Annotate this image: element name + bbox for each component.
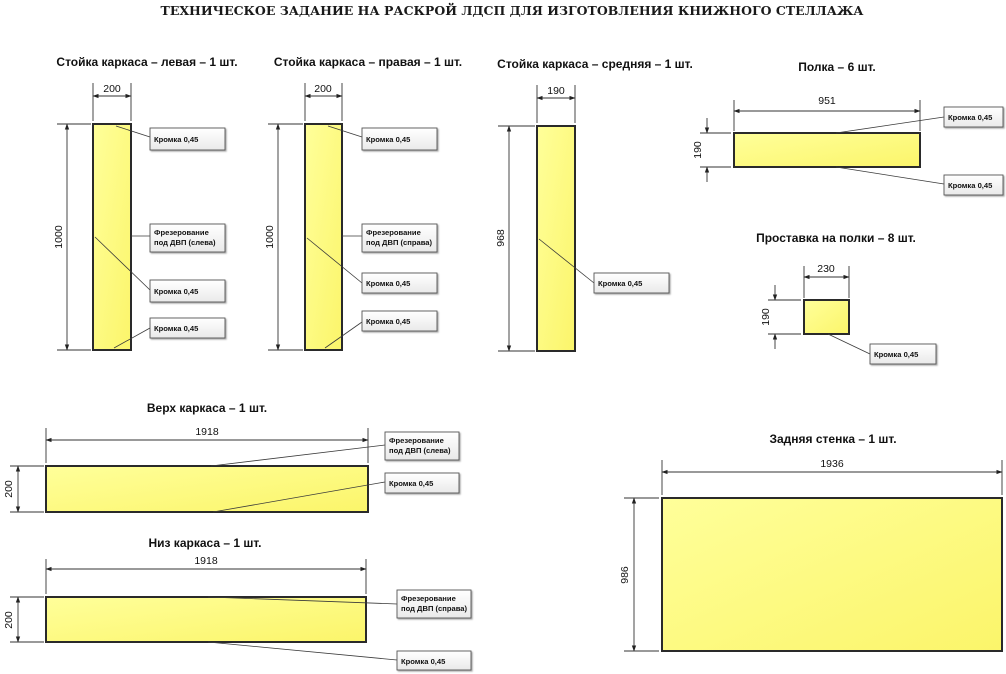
edge-label-box [943, 106, 1004, 128]
edge-label-box [361, 272, 438, 294]
width-dimension: 1918 [195, 426, 219, 438]
edge-label: Кромка 0,45 [154, 287, 199, 296]
panel-rect [45, 596, 367, 643]
width-dimension: 1936 [820, 458, 844, 470]
part-back-wall: Задняя стенка – 1 шт. 1936 986 [619, 432, 1003, 652]
edge-label-box [943, 174, 1004, 196]
edge-label: Кромка 0,45 [366, 135, 411, 144]
milling-label-box [384, 431, 460, 461]
part-shelf: Полка – 6 шт. 951 190 Кромка 0,45 Кромка… [692, 60, 1004, 196]
edge-label: Кромка 0,45 [389, 479, 434, 488]
milling-label-box [396, 589, 472, 619]
panel-rect [304, 123, 343, 351]
part-caption: Задняя стенка – 1 шт. [769, 432, 896, 446]
height-dimension: 968 [495, 229, 507, 247]
edge-label: Кромка 0,45 [366, 317, 411, 326]
width-dimension: 190 [547, 85, 565, 97]
edge-label-box [869, 343, 937, 365]
part-left-post: Стойка каркаса – левая – 1 шт. 200 1000 … [53, 55, 238, 351]
milling-label-line1: Фрезерование [366, 228, 421, 237]
height-dimension: 190 [760, 308, 772, 326]
edge-label-box [149, 127, 226, 151]
width-dimension: 200 [314, 83, 332, 95]
panel-rect [92, 123, 132, 351]
edge-label-box [149, 279, 226, 303]
part-top: Верх каркаса – 1 шт. 1918 200 Фрезерован… [3, 401, 460, 513]
height-dimension: 190 [692, 141, 704, 159]
panel-rect [803, 299, 850, 335]
panel-rect [45, 465, 369, 513]
milling-label-line2: под ДВП (слева) [389, 446, 451, 455]
part-caption: Проставка на полки – 8 шт. [756, 231, 916, 245]
milling-label-line2: под ДВП (слева) [154, 238, 216, 247]
panel-rect [733, 132, 921, 168]
height-dimension: 986 [619, 566, 631, 584]
edge-label-box [593, 272, 670, 294]
edge-label-box [149, 317, 226, 339]
edge-label: Кромка 0,45 [366, 279, 411, 288]
part-caption: Стойка каркаса – правая – 1 шт. [274, 55, 462, 69]
part-middle-post: Стойка каркаса – средняя – 1 шт. 190 968… [495, 57, 693, 352]
part-bottom: Низ каркаса – 1 шт. 1918 200 Фрезеровани… [3, 536, 472, 671]
panel-rect [536, 125, 576, 352]
edge-label: Кромка 0,45 [401, 657, 446, 666]
milling-label-line2: под ДВП (справа) [401, 604, 468, 613]
edge-label-box [361, 127, 438, 151]
part-spacer: Проставка на полки – 8 шт. 230 190 Кромк… [756, 231, 937, 365]
edge-label-box [384, 472, 460, 494]
milling-label-box [149, 223, 226, 253]
edge-label-box [361, 310, 438, 332]
milling-label-line2: под ДВП (справа) [366, 238, 433, 247]
part-caption: Стойка каркаса – левая – 1 шт. [56, 55, 237, 69]
part-right-post: Стойка каркаса – правая – 1 шт. 200 1000… [264, 55, 462, 351]
height-dimension: 1000 [264, 225, 276, 249]
edge-label: Кромка 0,45 [948, 113, 993, 122]
milling-label-box [361, 223, 438, 253]
part-caption: Верх каркаса – 1 шт. [147, 401, 267, 415]
edge-label: Кромка 0,45 [948, 181, 993, 190]
edge-label-box [396, 650, 472, 671]
width-dimension: 1918 [194, 555, 218, 567]
milling-label-line1: Фрезерование [389, 436, 444, 445]
width-dimension: 200 [103, 83, 121, 95]
height-dimension: 1000 [53, 225, 65, 249]
page-title: ТЕХНИЧЕСКОЕ ЗАДАНИЕ НА РАСКРОЙ ЛДСП ДЛЯ … [161, 2, 865, 18]
milling-label-line1: Фрезерование [154, 228, 209, 237]
edge-label: Кромка 0,45 [154, 324, 199, 333]
width-dimension: 951 [818, 95, 836, 107]
part-caption: Полка – 6 шт. [798, 60, 875, 74]
edge-label: Кромка 0,45 [154, 135, 199, 144]
part-caption: Стойка каркаса – средняя – 1 шт. [497, 57, 693, 71]
width-dimension: 230 [817, 263, 835, 275]
panel-rect [661, 497, 1003, 652]
edge-label: Кромка 0,45 [874, 350, 919, 359]
milling-label-line1: Фрезерование [401, 594, 456, 603]
height-dimension: 200 [3, 611, 15, 629]
edge-label: Кромка 0,45 [598, 279, 643, 288]
height-dimension: 200 [3, 480, 15, 498]
part-caption: Низ каркаса – 1 шт. [148, 536, 261, 550]
